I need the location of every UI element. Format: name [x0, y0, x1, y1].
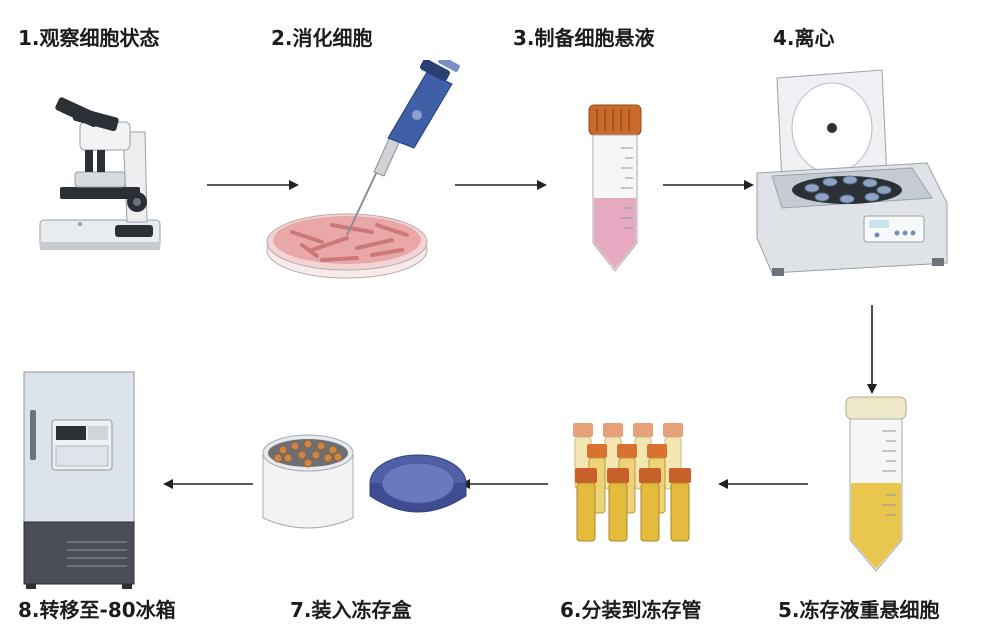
freezing-box-icon	[262, 434, 467, 529]
step-3-label: 3.制备细胞悬液	[513, 26, 655, 50]
step-4-label: 4.离心	[773, 26, 835, 50]
pink-tube-icon	[588, 104, 642, 272]
cryovials-icon	[573, 423, 691, 542]
step-2-label: 2.消化细胞	[271, 26, 373, 50]
step-7-label: 7.装入冻存盒	[290, 598, 412, 622]
centrifuge-icon	[756, 69, 948, 276]
pipette-petri-dish-icon	[266, 60, 460, 279]
step-5-label: 5.冻存液重悬细胞	[778, 598, 940, 622]
step-6-label: 6.分装到冻存管	[560, 598, 702, 622]
step-8-label: 8.转移至-80冰箱	[18, 598, 176, 622]
microscope-icon	[39, 97, 161, 250]
freezer-icon	[23, 371, 135, 589]
step-1-label: 1.观察细胞状态	[18, 26, 160, 50]
yellow-tube-icon	[845, 396, 907, 572]
